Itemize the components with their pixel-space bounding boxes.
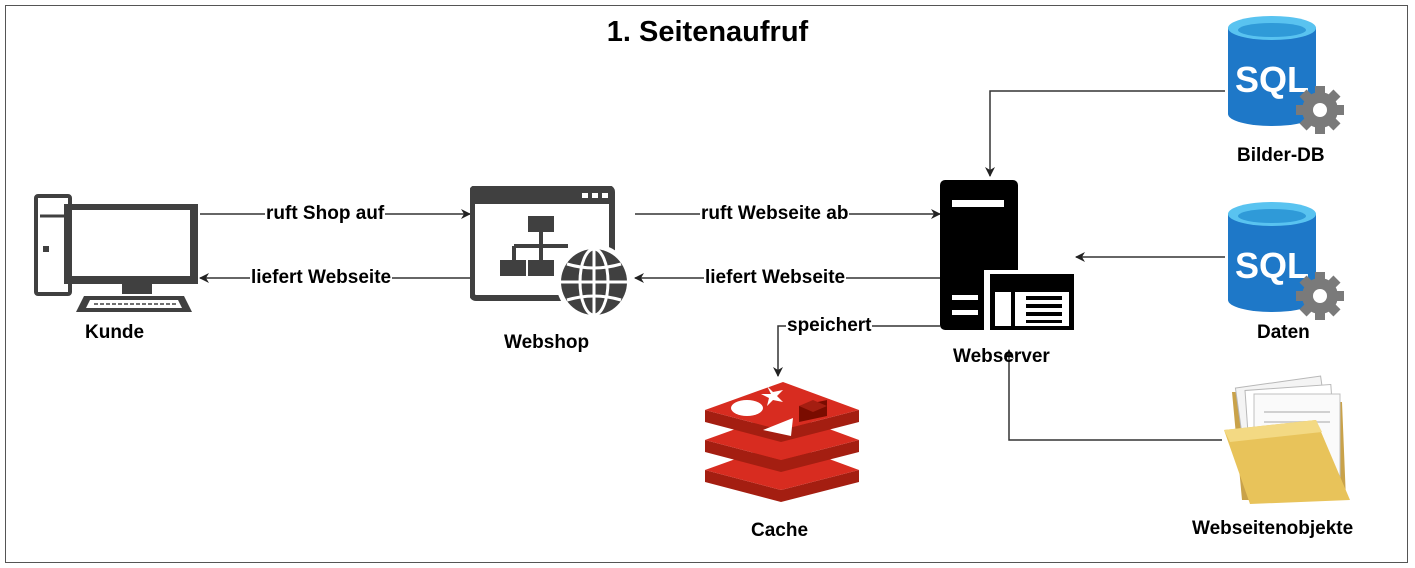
folder-icon	[1224, 375, 1350, 504]
server-tower-icon	[940, 180, 1076, 334]
label-daten: Daten	[1257, 322, 1310, 343]
sql-database-icon: SQL	[1228, 16, 1344, 134]
gear-icon	[1296, 272, 1344, 320]
edge-label-ruft-shop-auf: ruft Shop auf	[265, 203, 386, 225]
label-webserver: Webserver	[953, 346, 1050, 367]
label-webshop: Webshop	[504, 332, 590, 353]
edge-label-liefert-webseite-kunde: liefert Webseite	[250, 267, 393, 289]
redis-stack-icon	[705, 382, 859, 502]
sql-database-icon: SQL	[1228, 202, 1344, 320]
edge-label-speichert: speichert	[786, 315, 873, 337]
edge-label-liefert-webseite-server: liefert Webseite	[704, 267, 847, 289]
edge-bilderdb-webserver	[985, 90, 1225, 177]
label-webseitenobjekte: Webseitenobjekte	[1192, 518, 1354, 539]
edge-webserver-cache	[773, 325, 940, 377]
label-cache: Cache	[751, 520, 809, 541]
sql-text: SQL	[1235, 245, 1309, 286]
desktop-computer-icon	[34, 194, 198, 312]
label-kunde: Kunde	[85, 322, 145, 343]
gear-icon	[1296, 86, 1344, 134]
diagram-title: 1. Seitenaufruf	[606, 16, 809, 48]
edge-label-ruft-webseite-ab: ruft Webseite ab	[700, 203, 850, 225]
edge-objekte-webserver	[1004, 349, 1222, 441]
sql-text: SQL	[1235, 59, 1309, 100]
web-sitemap-globe-icon	[470, 186, 632, 320]
label-bilder-db: Bilder-DB	[1237, 145, 1325, 166]
